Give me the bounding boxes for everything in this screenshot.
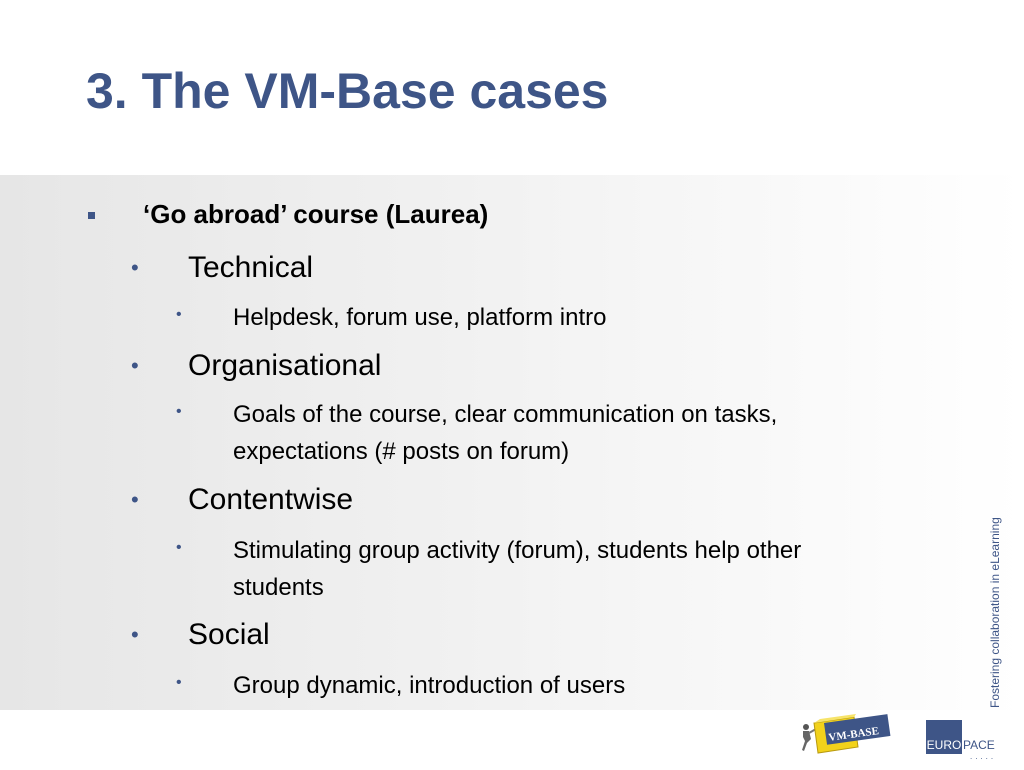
- outline-item-label: Social: [188, 618, 270, 651]
- round-bullet-icon: •: [176, 306, 182, 323]
- europace-dots: .....: [970, 752, 997, 761]
- round-bullet-icon: •: [131, 487, 139, 512]
- outline-detail: Group dynamic, introduction of users: [233, 672, 626, 699]
- outline-detail: Goals of the course, clear communication…: [233, 401, 778, 428]
- europace-pace: PACE: [963, 738, 995, 752]
- vm-base-logo: VM-BASE: [802, 714, 891, 754]
- outline-detail: Helpdesk, forum use, platform intro: [233, 304, 607, 331]
- outline-item-label: Organisational: [188, 349, 382, 382]
- outline-item-label: Technical: [188, 251, 314, 284]
- round-bullet-icon: •: [131, 353, 139, 378]
- square-bullet-icon: [88, 212, 95, 219]
- slide-title: 3. The VM-Base cases: [86, 63, 609, 119]
- outline-item-label: Contentwise: [188, 483, 354, 516]
- outline-detail: Stimulating group activity (forum), stud…: [233, 537, 802, 564]
- case-heading: ‘Go abroad’ course (Laurea): [143, 199, 489, 229]
- content-background: [0, 175, 1024, 710]
- round-bullet-icon: •: [176, 674, 182, 691]
- round-bullet-icon: •: [131, 622, 139, 647]
- footer-logos: VM-BASE EURO PACE .....: [0, 710, 1024, 768]
- outline-detail: students: [233, 574, 324, 601]
- europace-euro: EURO: [926, 720, 962, 754]
- round-bullet-icon: •: [176, 403, 182, 420]
- round-bullet-icon: •: [131, 255, 139, 280]
- europace-logo: EURO PACE .....: [926, 716, 1006, 761]
- side-tagline: Fostering collaboration in eLearning: [988, 517, 1002, 708]
- round-bullet-icon: •: [176, 539, 182, 556]
- outline-detail: expectations (# posts on forum): [233, 438, 570, 465]
